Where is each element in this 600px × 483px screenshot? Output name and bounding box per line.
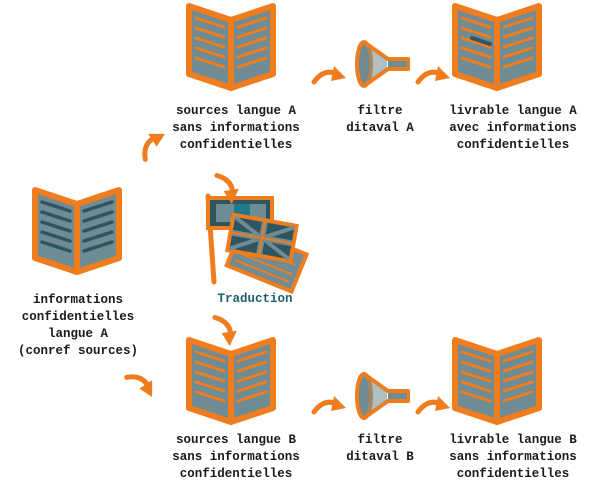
sources-a-label: sources langue A sans informations confi… — [166, 103, 306, 154]
deliverable-b-book-icon — [455, 340, 539, 422]
arrow-translation-to-sources-b — [215, 312, 241, 348]
arrow-to-sources-a — [134, 125, 168, 159]
deliverable-a-line: livrable langue A — [449, 104, 577, 118]
deliverable-b-line: confidentielles — [456, 467, 570, 481]
source-info-line: (conref sources) — [17, 344, 139, 358]
sources-b-line: confidentielles — [179, 467, 293, 481]
deliverable-b-label: livrable langue B sans informations conf… — [430, 432, 596, 483]
source-info-book-icon — [35, 190, 119, 272]
arrow-sources-b-to-filter-b — [314, 396, 346, 412]
filter-b-line: ditaval B — [346, 450, 414, 464]
sources-a-book-icon — [189, 6, 273, 88]
deliverable-a-line: confidentielles — [456, 138, 570, 152]
arrow-sources-a-to-filter-a — [314, 66, 346, 82]
source-info-line: informations — [32, 293, 123, 307]
sources-b-line: sources langue B — [175, 433, 297, 447]
filter-a-funnel-icon — [355, 40, 410, 88]
arrow-filter-b-to-deliverable-b — [418, 396, 450, 412]
deliverable-b-line: livrable langue B — [449, 433, 577, 447]
sources-b-line: sans informations — [172, 450, 300, 464]
filter-b-funnel-icon — [355, 372, 410, 420]
deliverable-b-line: sans informations — [449, 450, 577, 464]
arrow-filter-a-to-deliverable-a — [418, 66, 450, 82]
sources-a-line: confidentielles — [179, 138, 293, 152]
arrow-to-sources-b — [127, 366, 161, 400]
sources-b-label: sources langue B sans informations confi… — [166, 432, 306, 483]
source-info-line: confidentielles — [21, 310, 135, 324]
deliverable-a-line: avec informations — [449, 121, 577, 135]
source-info-label: informations confidentielles langue A (c… — [2, 292, 154, 360]
filter-a-line: ditaval A — [346, 121, 414, 135]
source-info-line: langue A — [47, 327, 108, 341]
deliverable-a-label: livrable langue A avec informations conf… — [430, 103, 596, 154]
filter-a-line: filtre — [357, 104, 403, 118]
filter-b-label: filtre ditaval B — [340, 432, 420, 466]
sources-a-line: sources langue A — [175, 104, 297, 118]
flags-icon — [205, 193, 310, 295]
filter-b-line: filtre — [357, 433, 403, 447]
filter-a-label: filtre ditaval A — [340, 103, 420, 137]
deliverable-a-book-icon — [455, 6, 539, 88]
sources-a-line: sans informations — [172, 121, 300, 135]
translation-label: Traduction — [217, 292, 293, 306]
sources-b-book-icon — [189, 340, 273, 422]
